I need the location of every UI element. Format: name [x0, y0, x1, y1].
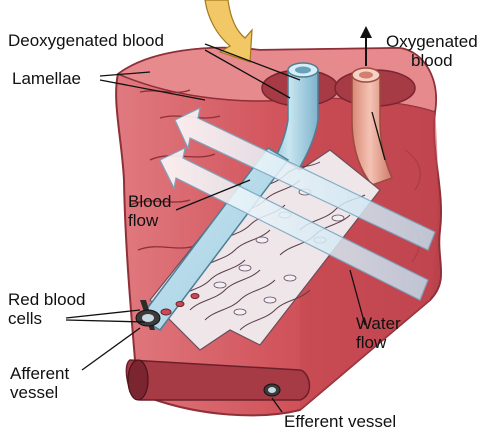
label-red-blood-cells: Red blood cells	[8, 290, 86, 328]
label-water-flow: Water flow	[356, 314, 401, 352]
label-lamellae: Lamellae	[12, 69, 81, 88]
oxygenated-vessel	[351, 67, 394, 186]
label-oxygenated-blood: Oxygenated blood	[386, 32, 478, 70]
water-flow-arrows	[159, 106, 436, 301]
oxygen-out-arrow-icon	[360, 26, 372, 66]
label-water-flow-line1: Water	[356, 314, 401, 333]
label-blood-flow-line2: flow	[128, 211, 159, 230]
leader-lines	[65, 43, 386, 413]
label-afferent-vessel: Afferent vessel	[10, 364, 69, 402]
entry-arrow-icon	[204, 0, 253, 63]
label-deoxygenated-blood: Deoxygenated blood	[8, 31, 164, 50]
label-oxygenated-line1: Oxygenated	[386, 32, 478, 51]
label-oxygenated-line2: blood	[411, 51, 453, 70]
label-red-blood-cells-line1: Red blood	[8, 290, 86, 309]
label-afferent-line2: vessel	[10, 383, 59, 402]
label-efferent-vessel: Efferent vessel	[284, 412, 397, 431]
label-water-flow-line2: flow	[356, 333, 387, 352]
label-afferent-line1: Afferent	[10, 364, 70, 383]
label-blood-flow: Blood flow	[128, 192, 171, 230]
label-blood-flow-line1: Blood	[128, 192, 172, 211]
efferent-vessel-end	[263, 383, 281, 397]
label-red-blood-cells-line2: cells	[8, 309, 43, 328]
